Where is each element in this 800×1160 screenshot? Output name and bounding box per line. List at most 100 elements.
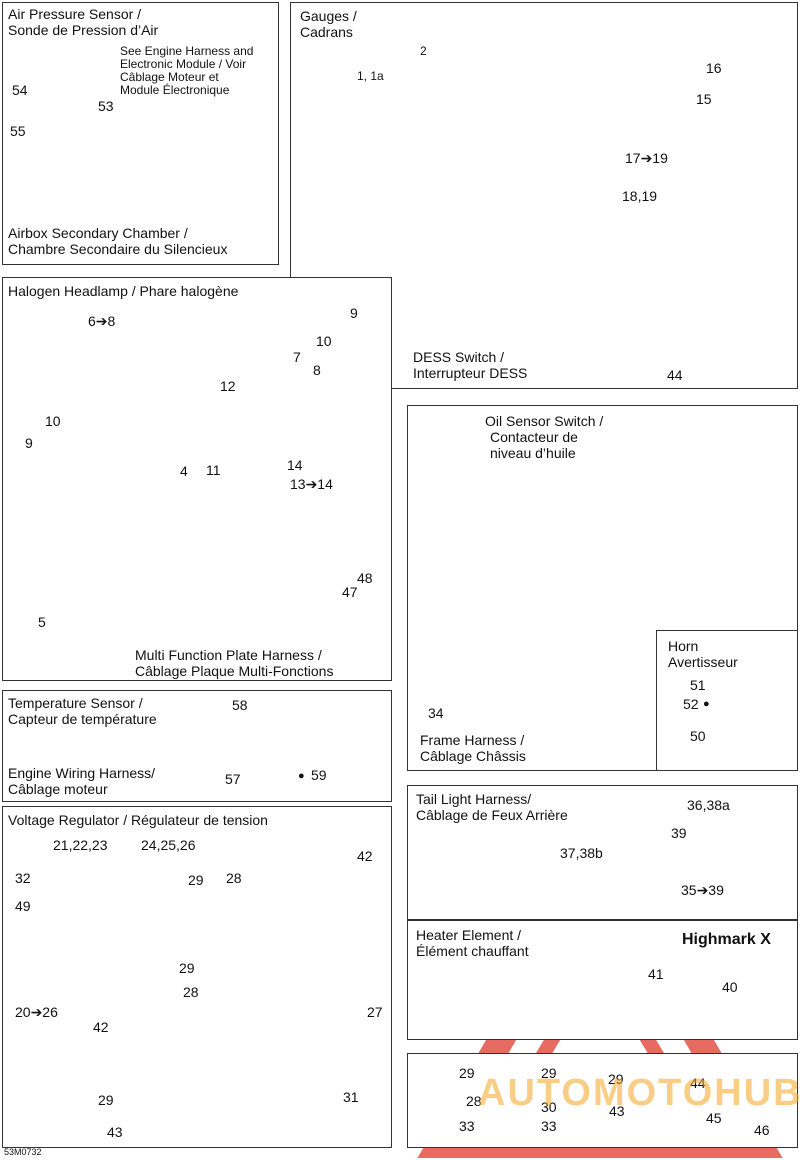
multi-function-caption-en: Multi Function Plate Harness /	[135, 647, 322, 663]
callout-50: 50	[690, 728, 706, 744]
callout-12: 12	[220, 378, 236, 394]
headlamp-title: Halogen Headlamp / Phare halogène	[8, 283, 239, 299]
callout-58: 58	[232, 697, 248, 713]
callout-33-a: 33	[459, 1118, 475, 1134]
heater-title-en: Heater Element /	[416, 927, 522, 943]
callout-59: 59	[311, 767, 327, 783]
taillight-title-fr: Câblage de Feux Arrière	[416, 807, 568, 823]
air-pressure-note-1: See Engine Harness and	[120, 44, 254, 58]
callout-51: 51	[690, 677, 706, 693]
callout-44-dess: 44	[667, 367, 683, 383]
engine-wiring-caption-en: Engine Wiring Harness/	[8, 765, 156, 781]
frame-harness-caption-fr: Câblage Châssis	[420, 748, 526, 764]
air-pressure-note-3: Câblage Moteur et	[120, 70, 219, 84]
gauges-title-fr: Cadrans	[300, 24, 353, 40]
frame-harness-caption-en: Frame Harness /	[420, 732, 525, 748]
airbox-caption-fr: Chambre Secondaire du Silencieux	[8, 241, 228, 257]
regulator-title: Voltage Regulator / Régulateur de tensio…	[8, 812, 268, 828]
callout-13-14: 13➔14	[290, 476, 333, 492]
callout-35-39: 35➔39	[681, 882, 724, 898]
callout-48: 48	[357, 570, 373, 586]
callout-32: 32	[15, 870, 31, 886]
oil-title-3: niveau d’huile	[490, 445, 576, 461]
callout-53: 53	[98, 98, 114, 114]
headlamp-panel	[2, 277, 392, 681]
callout-42-bottom: 42	[93, 1019, 109, 1035]
callout-43-regulator: 43	[107, 1124, 123, 1140]
callout-42-top: 42	[357, 848, 373, 864]
callout-11: 11	[206, 462, 221, 478]
callout-47: 47	[342, 584, 358, 600]
callout-10-left: 10	[45, 413, 61, 429]
callout-36-38a: 36,38a	[687, 797, 730, 813]
diagram-id: 53M0732	[4, 1147, 42, 1157]
callout-9-top: 9	[350, 305, 358, 321]
callout-29-hw-1: 29	[459, 1065, 475, 1081]
air-pressure-note-2: Electronic Module / Voir	[120, 57, 247, 71]
callout-29-hw-3: 29	[608, 1071, 624, 1087]
watermark-text: AUTOMOTOHUB	[478, 1072, 800, 1114]
callout-40: 40	[722, 979, 738, 995]
callout-55: 55	[10, 123, 26, 139]
callout-27: 27	[367, 1004, 383, 1020]
regulator-panel	[2, 806, 392, 1148]
callout-5: 5	[38, 614, 46, 630]
callout-18-19: 18,19	[622, 188, 658, 204]
oil-drop-icon: ●	[703, 698, 710, 710]
callout-33-b: 33	[541, 1118, 557, 1134]
callout-21-22-23: 21,22,23	[53, 837, 108, 853]
callout-54: 54	[12, 82, 28, 98]
air-pressure-title-fr: Sonde de Pression d’Air	[8, 22, 159, 38]
gauges-title-en: Gauges /	[300, 8, 357, 24]
taillight-panel	[407, 785, 798, 920]
callout-43-hw: 43	[609, 1103, 625, 1119]
highmark-model-label: Highmark X	[682, 931, 771, 948]
callout-1-1a: 1, 1a	[357, 69, 384, 83]
oil-title-2: Contacteur de	[490, 429, 578, 445]
callout-28-a: 28	[226, 870, 242, 886]
taillight-title-en: Tail Light Harness/	[416, 791, 532, 807]
callout-39: 39	[671, 825, 687, 841]
dess-caption-en: DESS Switch /	[413, 349, 505, 365]
horn-title-en: Horn	[668, 638, 699, 654]
oil-drop-icon: ●	[298, 770, 305, 782]
callout-44-hw: 44	[690, 1075, 706, 1091]
callout-15: 15	[696, 91, 712, 107]
callout-14: 14	[287, 457, 303, 473]
callout-45: 45	[706, 1110, 722, 1126]
multi-function-caption-fr: Câblage Plaque Multi-Fonctions	[135, 663, 334, 679]
callout-6-8: 6➔8	[88, 313, 116, 329]
callout-28-b: 28	[183, 984, 199, 1000]
callout-24-25-26: 24,25,26	[141, 837, 196, 853]
air-pressure-panel	[2, 2, 279, 265]
callout-17-19: 17➔19	[625, 150, 668, 166]
heater-title-fr: Élément chauffant	[416, 943, 529, 959]
callout-30: 30	[541, 1099, 557, 1115]
callout-46: 46	[754, 1122, 770, 1138]
callout-2: 2	[420, 44, 427, 58]
callout-16: 16	[706, 60, 722, 76]
callout-41: 41	[648, 966, 664, 982]
callout-52: 52	[683, 696, 699, 712]
temperature-title-en: Temperature Sensor /	[8, 695, 143, 711]
callout-29-a: 29	[188, 872, 204, 888]
air-pressure-note-4: Module Électronique	[120, 83, 230, 97]
callout-7: 7	[293, 349, 301, 365]
callout-8: 8	[313, 362, 321, 378]
callout-20-26: 20➔26	[15, 1004, 58, 1020]
callout-31: 31	[343, 1089, 359, 1105]
callout-10-top: 10	[316, 333, 332, 349]
callout-29-b: 29	[179, 960, 195, 976]
heater-panel	[407, 920, 798, 1040]
hardware-panel	[407, 1053, 798, 1148]
callout-57: 57	[225, 771, 241, 787]
temperature-title-fr: Capteur de température	[8, 711, 157, 727]
callout-29-c: 29	[98, 1092, 114, 1108]
horn-title-fr: Avertisseur	[668, 654, 738, 670]
air-pressure-title-en: Air Pressure Sensor /	[8, 6, 142, 22]
callout-49: 49	[15, 898, 31, 914]
callout-34: 34	[428, 705, 444, 721]
dess-caption-fr: Interrupteur DESS	[413, 365, 528, 381]
engine-wiring-caption-fr: Câblage moteur	[8, 781, 108, 797]
horn-panel	[656, 630, 798, 771]
